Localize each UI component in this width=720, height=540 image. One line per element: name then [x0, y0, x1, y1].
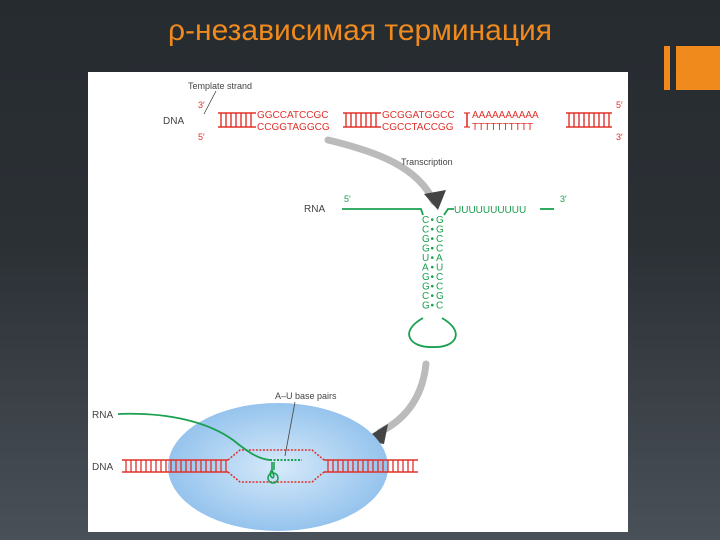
stem-base-left: G	[422, 301, 430, 312]
transcription-label: Transcription	[401, 157, 453, 167]
stem-base-left: U	[422, 253, 429, 264]
stem-bond: •	[431, 253, 435, 264]
stem-base-right: U	[436, 263, 443, 274]
stem-base-left: G	[422, 234, 430, 245]
slide-title: ρ-независимая терминация	[167, 14, 553, 47]
stem-bond: •	[431, 291, 435, 302]
stem-base-right: G	[436, 225, 444, 236]
dna-bottom-right-end: 3′	[616, 132, 623, 142]
rna-mini-hairpin-loop	[267, 472, 279, 484]
rna-five-prime: 5′	[344, 194, 351, 204]
stem-base-left: C	[422, 215, 429, 226]
stem-base-right: A	[436, 253, 443, 264]
stem-base-left: C	[422, 291, 429, 302]
dna-seg2-top: GCGGATGGCC	[382, 110, 455, 121]
stem-base-left: G	[422, 244, 430, 255]
accent-bar-thin	[664, 46, 670, 90]
stem-base-left: C	[422, 225, 429, 236]
rna-five-prime-strand	[342, 208, 424, 216]
stem-base-right: C	[436, 301, 443, 312]
dna-top-right-end: 5′	[616, 100, 623, 110]
rna-three-prime: 3′	[560, 194, 567, 204]
stem-bond: •	[431, 244, 435, 255]
rna-three-prime-link	[443, 208, 454, 216]
stem-bond: •	[431, 282, 435, 293]
dna-ladder-middle	[343, 112, 381, 128]
stem-base-right: C	[436, 244, 443, 255]
rna-polymerase-body	[168, 403, 388, 531]
rna-hairpin-loop	[408, 317, 457, 348]
rna-mid-label: RNA	[304, 204, 325, 215]
dna-bottom-right-ladder	[324, 459, 418, 473]
stem-base-right: C	[436, 272, 443, 283]
stem-bond: •	[431, 272, 435, 283]
accent-bar-thick	[676, 46, 720, 90]
stem-base-left: G	[422, 282, 430, 293]
rna-poly-u: UUUUUUUUUU	[454, 205, 526, 216]
dna-ladder-left	[218, 112, 256, 128]
stem-base-left: G	[422, 272, 430, 283]
dna-seg1-top: GGCCATCCGC	[257, 110, 328, 121]
dna-bottom-label: DNA	[92, 462, 113, 473]
dna-seg3-top: AAAAAAAAAA	[472, 110, 539, 121]
termination-arrow-shaft	[376, 360, 430, 436]
stem-base-right: C	[436, 234, 443, 245]
au-pairs-pointer	[284, 401, 296, 457]
dna-bottom-bubble	[227, 449, 325, 483]
dna-top-label: DNA	[163, 116, 184, 127]
rna-exit-strand	[117, 412, 271, 461]
dna-seg2-bottom: CGCCTACCGG	[382, 122, 454, 133]
dna-seg1-bottom: CCGGTAGGCG	[257, 122, 330, 133]
template-strand-pointer	[203, 90, 217, 115]
dna-ladder-junction	[464, 112, 470, 128]
stem-base-right: G	[436, 291, 444, 302]
dna-top-left-end: 3′	[198, 100, 205, 110]
rna-stem: C•GC•GG•CG•CU•AA•UG•CG•CC•GG•C	[422, 215, 444, 312]
transcription-arrow-shaft	[324, 136, 438, 206]
stem-base-left: A	[422, 263, 429, 274]
dna-bottom-left-ladder	[122, 459, 228, 473]
transcription-arrow-head	[424, 190, 446, 210]
figure-panel: Template strand DNA 3′ 5′ 5′ 3′ GGCCATCC…	[88, 72, 628, 532]
stem-bond: •	[431, 301, 435, 312]
stem-bond: •	[431, 215, 435, 226]
au-base-pairs-label: A–U base pairs	[275, 391, 337, 401]
dna-bottom-left-end: 5′	[198, 132, 205, 142]
stem-bond: •	[431, 263, 435, 274]
stem-bond: •	[431, 225, 435, 236]
rna-bottom-label: RNA	[92, 410, 113, 421]
stem-base-right: C	[436, 282, 443, 293]
stem-base-right: G	[436, 215, 444, 226]
template-strand-label: Template strand	[188, 81, 252, 91]
dna-ladder-right	[566, 112, 612, 128]
dna-seg3-bottom: TTTTTTTTTT	[472, 122, 533, 133]
stem-bond: •	[431, 234, 435, 245]
termination-diagram: Template strand DNA 3′ 5′ 5′ 3′ GGCCATCC…	[92, 81, 623, 531]
